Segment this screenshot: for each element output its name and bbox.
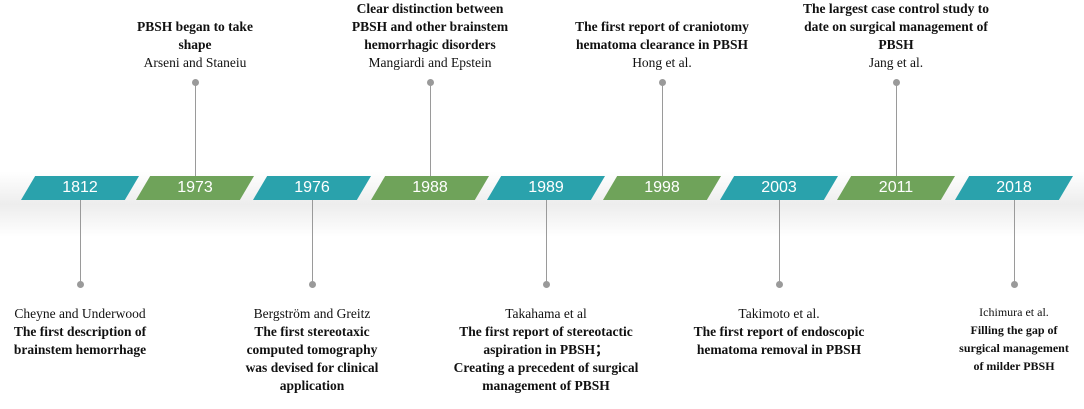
connector-dot-1998 [659,79,666,86]
connector-line-1812 [80,200,81,284]
event-desc-line-2003: hematoma removal in PBSH [696,342,862,357]
year-label-1973: 1973 [177,179,213,196]
connector-line-2011 [896,82,897,176]
event-desc-line-1976: computed tomography [246,342,378,357]
year-block-1988: 1988 [371,176,489,200]
event-desc-line-1976: The first stereotaxic [254,324,370,339]
connector-dot-1988 [427,79,434,86]
connector-dot-1976 [309,281,316,288]
year-label-1812: 1812 [62,179,98,196]
event-annotation-1998: The first report of craniotomy hematoma c… [562,18,762,72]
event-desc-line-1973: PBSH began to take [137,19,253,34]
year-label-1998: 1998 [644,179,680,196]
connector-dot-2018 [1011,281,1018,288]
connector-line-1973 [195,82,196,176]
event-author-2018: Ichimura et al. [979,305,1049,319]
connector-dot-2011 [893,79,900,86]
connector-dot-1812 [77,281,84,288]
year-block-2011: 2011 [837,176,955,200]
event-desc-line-2018: surgical management [959,341,1069,355]
event-desc-line-1976: application [279,378,345,393]
connector-line-1989 [546,200,547,284]
event-author-1973: Arseni and Staneiu [143,55,247,70]
event-author-1998: Hong et al. [632,55,692,70]
year-block-1989: 1989 [487,176,605,200]
event-desc-line-1989: Creating a precedent of surgical [453,360,639,375]
event-desc-line-1998: The first report of craniotomy [575,19,749,34]
year-label-2018: 2018 [996,179,1032,196]
connector-line-2018 [1014,200,1015,284]
connector-line-1998 [662,82,663,176]
year-block-1998: 1998 [603,176,721,200]
connector-dot-2003 [776,281,783,288]
event-desc-line-1989: aspiration in PBSH； [483,342,609,357]
event-desc-line-1973: shape [178,37,212,52]
event-desc-line-2018: of milder PBSH [973,359,1055,373]
event-desc-line-2003: The first report of endoscopic [693,324,865,339]
event-annotation-1989: Takahama et al The first report of stereo… [441,305,651,395]
event-author-1988: Mangiardi and Epstein [368,55,492,70]
event-desc-line-1989: management of PBSH [482,378,610,393]
year-label-2011: 2011 [878,179,914,196]
event-desc-line-1998: hematoma clearance in PBSH [575,37,749,52]
event-desc-line-1988: hemorrhagic disorders [364,37,496,52]
event-desc-line-2011: date on surgical management of [804,19,988,34]
year-label-1988: 1988 [412,179,448,196]
connector-dot-1973 [192,79,199,86]
event-desc-line-2011: PBSH [878,37,914,52]
event-desc-line-1976: was devised for clinical [245,360,379,375]
event-desc-line-1988: PBSH and other brainstem [351,19,509,34]
event-author-2011: Jang et al. [868,55,924,70]
event-annotation-2018: Ichimura et al. Filling the gap of surgica… [949,303,1079,375]
event-desc-line-1812: brainstem hemorrhage [13,342,147,357]
year-label-2003: 2003 [761,179,797,196]
event-desc-line-2011: The largest case control study to [802,1,990,16]
event-desc-line-2018: Filling the gap of [970,323,1058,337]
connector-line-2003 [779,200,780,284]
connector-dot-1989 [543,281,550,288]
connector-line-1988 [430,82,431,176]
event-annotation-2003: Takimoto et al. The first report of endos… [684,305,874,359]
event-annotation-2011: The largest case control study to date on… [781,0,1011,72]
year-block-1973: 1973 [136,176,254,200]
event-desc-line-1989: The first report of stereotactic [459,324,633,339]
year-block-2003: 2003 [720,176,838,200]
year-block-1976: 1976 [253,176,371,200]
year-label-1989: 1989 [528,179,564,196]
event-author-1976: Bergström and Greitz [253,306,371,321]
event-author-1989: Takahama et al [505,306,587,321]
year-block-2018: 2018 [955,176,1073,200]
event-desc-line-1812: The first description of [13,324,147,339]
event-desc-line-1988: Clear distinction between [356,1,504,16]
event-author-1812: Cheyne and Underwood [14,306,146,321]
year-label-1976: 1976 [294,179,330,196]
event-author-2003: Takimoto et al. [738,306,820,321]
year-block-1812: 1812 [21,176,139,200]
connector-line-1976 [312,200,313,284]
